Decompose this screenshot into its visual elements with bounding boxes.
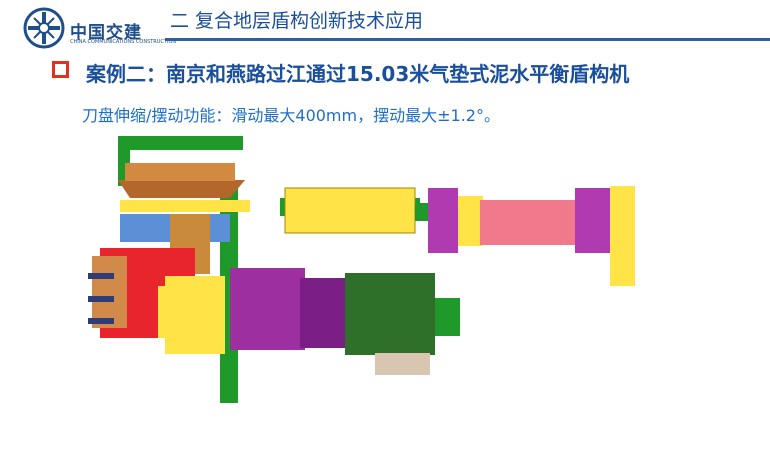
header-divider (165, 38, 770, 41)
case-title: 案例二：南京和燕路过江通过15.03米气垫式泥水平衡盾构机 (86, 62, 630, 86)
drawing-purple-gearbox (300, 278, 350, 348)
header-bar: 中国交建 CHINA COMMUNICATIONS CONSTRUCTION 二… (0, 0, 770, 49)
drawing-yellow-shaft (165, 276, 225, 354)
company-logo: 中国交建 CHINA COMMUNICATIONS CONSTRUCTION (22, 6, 176, 52)
drawing-bolt-1 (88, 273, 114, 279)
drawing-brown-plate (125, 163, 235, 181)
drawing-yellow-link-plate (458, 196, 483, 246)
drawing-yellow-bearing (120, 200, 250, 212)
drawing-yellow-cylinder (284, 187, 416, 234)
drawing-purple-end-block (575, 188, 610, 253)
drawing-bolt-2 (88, 296, 114, 302)
drawing-green-motor (345, 273, 435, 355)
drawing-yellow-end-bracket (610, 186, 635, 286)
drawing-purple-drive (230, 268, 305, 350)
drawing-green-motor-cap (435, 298, 460, 336)
logo-text-cn: 中国交建 (70, 23, 142, 43)
drawing-purple-link (428, 188, 458, 253)
ccc-logo-icon (23, 7, 65, 49)
bullet-square-icon (52, 61, 69, 78)
drawing-pink-piston (480, 200, 580, 245)
section-title: 二 复合地层盾构创新技术应用 (170, 10, 424, 32)
drawing-orange-side-plate (92, 256, 127, 328)
logo-text-en: CHINA COMMUNICATIONS CONSTRUCTION (70, 39, 177, 45)
drawing-yellow-shaft-flange (158, 286, 172, 338)
drawing-brown-hub (118, 180, 245, 198)
drawing-motor-base (375, 353, 430, 375)
drawing-bolt-3 (88, 318, 114, 324)
function-description: 刀盘伸缩/摆动功能：滑动最大400mm，摆动最大±1.2°。 (82, 106, 500, 125)
drawing-green-frame-bar (118, 136, 243, 150)
shield-machine-drawing (88, 136, 635, 403)
